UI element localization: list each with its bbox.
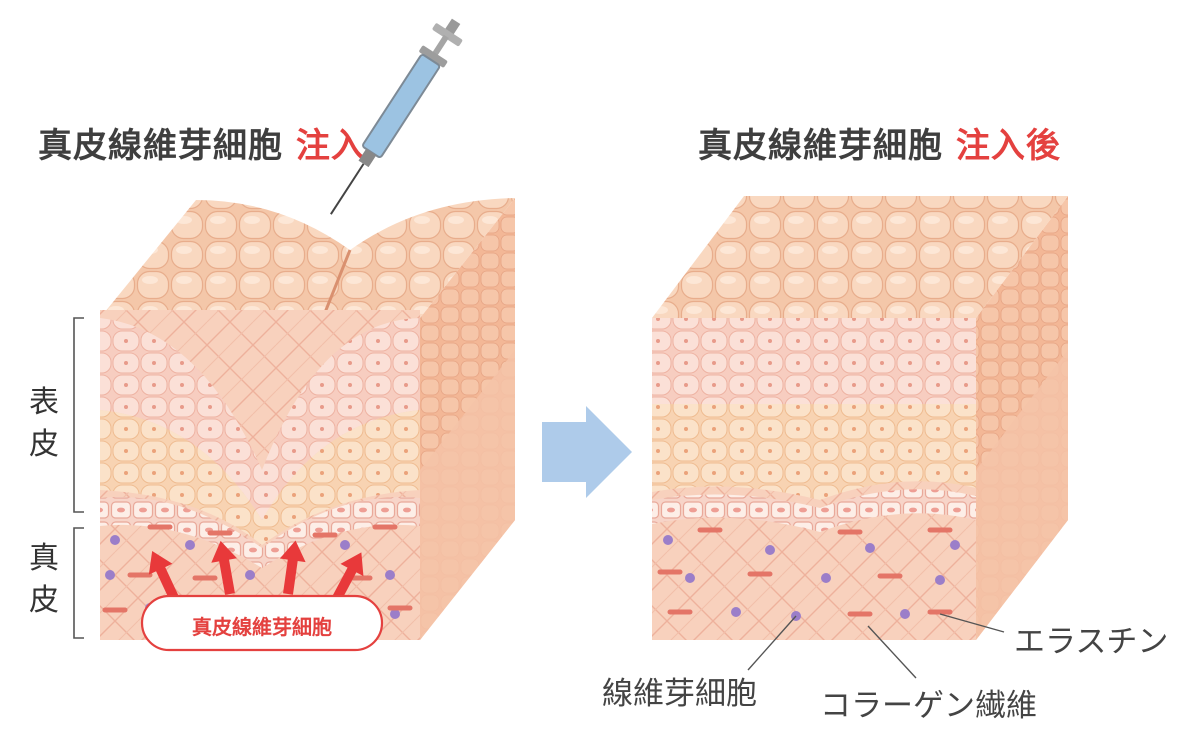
callout-collagen: コラーゲン繊維 xyxy=(820,688,1037,724)
right-skin-block xyxy=(652,196,1068,640)
left-side-dermis xyxy=(420,350,515,640)
left-title-main: 真皮線維芽細胞 xyxy=(38,126,283,166)
right-title: 真皮線維芽細胞 注入後 xyxy=(698,118,1061,167)
left-skin-block xyxy=(100,198,515,652)
left-title: 真皮線維芽細胞 注入 xyxy=(38,118,366,167)
callout-lines xyxy=(747,613,1005,679)
syringe xyxy=(330,18,463,215)
right-title-accent: 注入後 xyxy=(955,126,1061,166)
right-top-face xyxy=(652,196,1068,318)
layer-bracket xyxy=(73,317,84,639)
fibroblast-pill-label: 真皮線維芽細胞 xyxy=(192,615,332,639)
left-upward-arrows xyxy=(148,540,364,603)
dermis-label-text: 真皮 xyxy=(29,541,59,618)
epidermis-label: 表皮 xyxy=(24,382,64,466)
left-title-accent: 注入 xyxy=(295,126,366,166)
fibroblast-pill xyxy=(140,594,384,652)
left-front-face xyxy=(100,310,420,640)
callout-elastin: エラスチン xyxy=(1014,624,1169,660)
callout-fibroblast: 線維芽細胞 xyxy=(602,676,757,712)
transition-arrow xyxy=(542,406,632,498)
right-title-main: 真皮線維芽細胞 xyxy=(698,126,943,166)
left-top-face-right xyxy=(262,198,515,470)
epidermis-label-text: 表皮 xyxy=(29,385,59,462)
dermis-label: 真皮 xyxy=(24,538,64,622)
right-side-dermis xyxy=(976,350,1068,640)
right-front-face xyxy=(652,318,976,640)
